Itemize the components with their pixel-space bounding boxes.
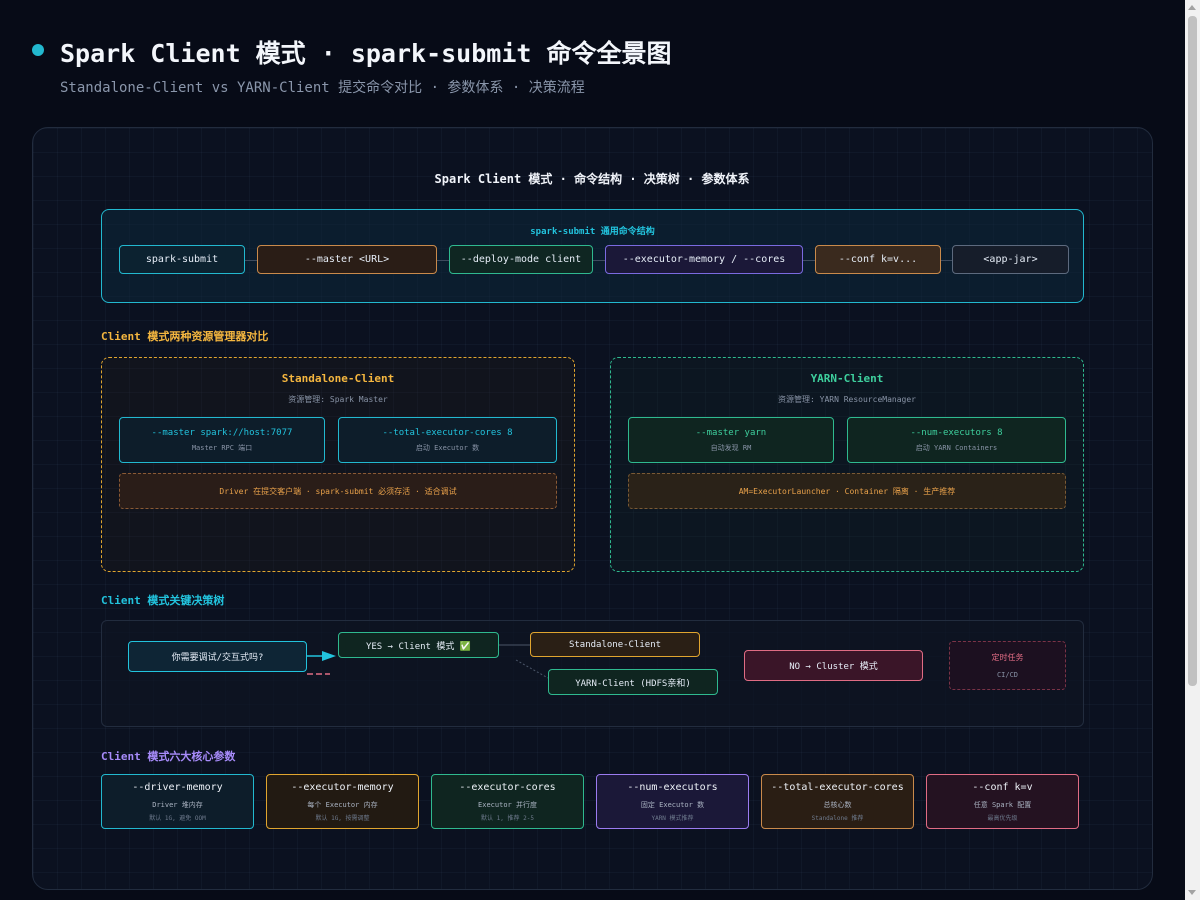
yarn-client-box (610, 357, 1084, 572)
param-card-conf: --conf k=v 任意 Spark 配置 最高优先级 (926, 774, 1079, 829)
scroll-down-arrow-icon[interactable] (1188, 890, 1196, 895)
yarn-executors-param: --num-executors 8 启动 YARN Containers (847, 417, 1066, 463)
param-card-name: --num-executors (627, 781, 718, 793)
param-name: --master spark://host:7077 (151, 427, 293, 438)
diagram-title: Spark Client 模式 · 命令结构 · 决策树 · 参数体系 (434, 172, 750, 186)
yarn-client-subtitle: 资源管理: YARN ResourceManager (778, 395, 916, 404)
param-card-driver-memory: --driver-memory Driver 堆内存 默认 1G, 避免 OOM (101, 774, 254, 829)
param-card-executor-memory: --executor-memory 每个 Executor 内存 默认 1G, … (266, 774, 419, 829)
arrow-head-icon (322, 651, 336, 661)
decision-yes-node: YES → Client 模式 ✅ (338, 632, 499, 658)
cmd-part-conf: --conf k=v... (815, 245, 941, 274)
param-card-name: --executor-cores (459, 781, 556, 793)
param-card-desc: 任意 Spark 配置 (973, 800, 1032, 809)
page-subtitle: Standalone-Client vs YARN-Client 提交命令对比 … (60, 80, 585, 96)
comparison-section-label: Client 模式两种资源管理器对比 (101, 330, 269, 343)
command-connector (437, 260, 449, 261)
param-card-hint: YARN 模式推荐 (651, 814, 694, 822)
decision-tree-label: Client 模式关键决策树 (101, 594, 225, 607)
standalone-client-subtitle: 资源管理: Spark Master (288, 395, 388, 404)
page-title: Spark Client 模式 · spark-submit 命令全景图 (60, 39, 672, 68)
decision-yarn-node: YARN-Client (HDFS亲和) (548, 669, 718, 695)
scheduled-task-note: 定时任务 CI/CD (949, 641, 1066, 690)
param-card-desc: Executor 并行度 (478, 800, 537, 809)
scroll-up-arrow-icon[interactable] (1188, 5, 1196, 10)
param-card-total-executor-cores: --total-executor-cores 总核心数 Standalone 推… (761, 774, 914, 829)
cmd-part-deploy-mode: --deploy-mode client (449, 245, 593, 274)
yarn-master-param: --master yarn 自动发现 RM (628, 417, 834, 463)
cmd-part-spark-submit: spark-submit (119, 245, 245, 274)
param-desc: 自动发现 RM (710, 443, 752, 452)
decision-question-node: 你需要调试/交互式吗? (128, 641, 307, 672)
decision-standalone-node: Standalone-Client (530, 632, 700, 657)
tree-branch-line (515, 659, 549, 679)
param-card-desc: 总核心数 (823, 800, 852, 809)
param-card-hint: Standalone 推荐 (811, 814, 864, 822)
standalone-client-box (101, 357, 575, 572)
param-card-hint: 默认 1G, 按需调整 (315, 814, 370, 822)
cmd-part-executor-resources: --executor-memory / --cores (605, 245, 803, 274)
command-connector (593, 260, 605, 261)
param-card-desc: 每个 Executor 内存 (307, 800, 378, 809)
standalone-master-param: --master spark://host:7077 Master RPC 端口 (119, 417, 325, 463)
yarn-client-title: YARN-Client (810, 372, 884, 385)
param-desc: Master RPC 端口 (191, 443, 253, 452)
command-connector (941, 260, 952, 261)
param-name: --master yarn (695, 427, 767, 438)
title-bullet-icon (32, 44, 44, 56)
decision-no-node: NO → Cluster 模式 (744, 650, 923, 681)
core-params-label: Client 模式六大核心参数 (101, 750, 236, 763)
param-card-name: --total-executor-cores (771, 781, 904, 793)
standalone-client-title: Standalone-Client (281, 372, 395, 385)
yarn-note: AM=ExecutorLauncher · Container 隔离 · 生产推… (628, 473, 1066, 509)
param-card-name: --executor-memory (291, 781, 394, 793)
param-card-desc: Driver 堆内存 (152, 800, 203, 809)
command-connector (803, 260, 815, 261)
param-desc: 启动 YARN Containers (915, 443, 998, 452)
param-card-desc: 固定 Executor 数 (640, 800, 705, 809)
param-card-name: --conf k=v (972, 781, 1033, 793)
command-connector (245, 260, 257, 261)
param-name: --total-executor-cores 8 (382, 427, 513, 438)
cmd-part-master: --master <URL> (257, 245, 437, 274)
param-card-hint: 默认 1, 推荐 2-5 (481, 814, 534, 822)
param-card-executor-cores: --executor-cores Executor 并行度 默认 1, 推荐 2… (431, 774, 584, 829)
standalone-cores-param: --total-executor-cores 8 启动 Executor 数 (338, 417, 557, 463)
param-card-hint: 默认 1G, 避免 OOM (149, 814, 206, 822)
param-card-hint: 最高优先级 (987, 814, 1018, 822)
cmd-part-app-jar: <app-jar> (952, 245, 1069, 274)
scrollbar-thumb[interactable] (1188, 16, 1197, 686)
scheduled-task-title: 定时任务 (991, 653, 1024, 662)
command-structure-title: spark-submit 通用命令结构 (530, 227, 655, 237)
standalone-note: Driver 在提交客户端 · spark-submit 必须存活 · 适合调试 (119, 473, 557, 509)
param-name: --num-executors 8 (910, 427, 1003, 438)
param-card-num-executors: --num-executors 固定 Executor 数 YARN 模式推荐 (596, 774, 749, 829)
param-card-name: --driver-memory (132, 781, 223, 793)
param-desc: 启动 Executor 数 (415, 443, 480, 452)
scheduled-task-sub: CI/CD (996, 671, 1019, 679)
